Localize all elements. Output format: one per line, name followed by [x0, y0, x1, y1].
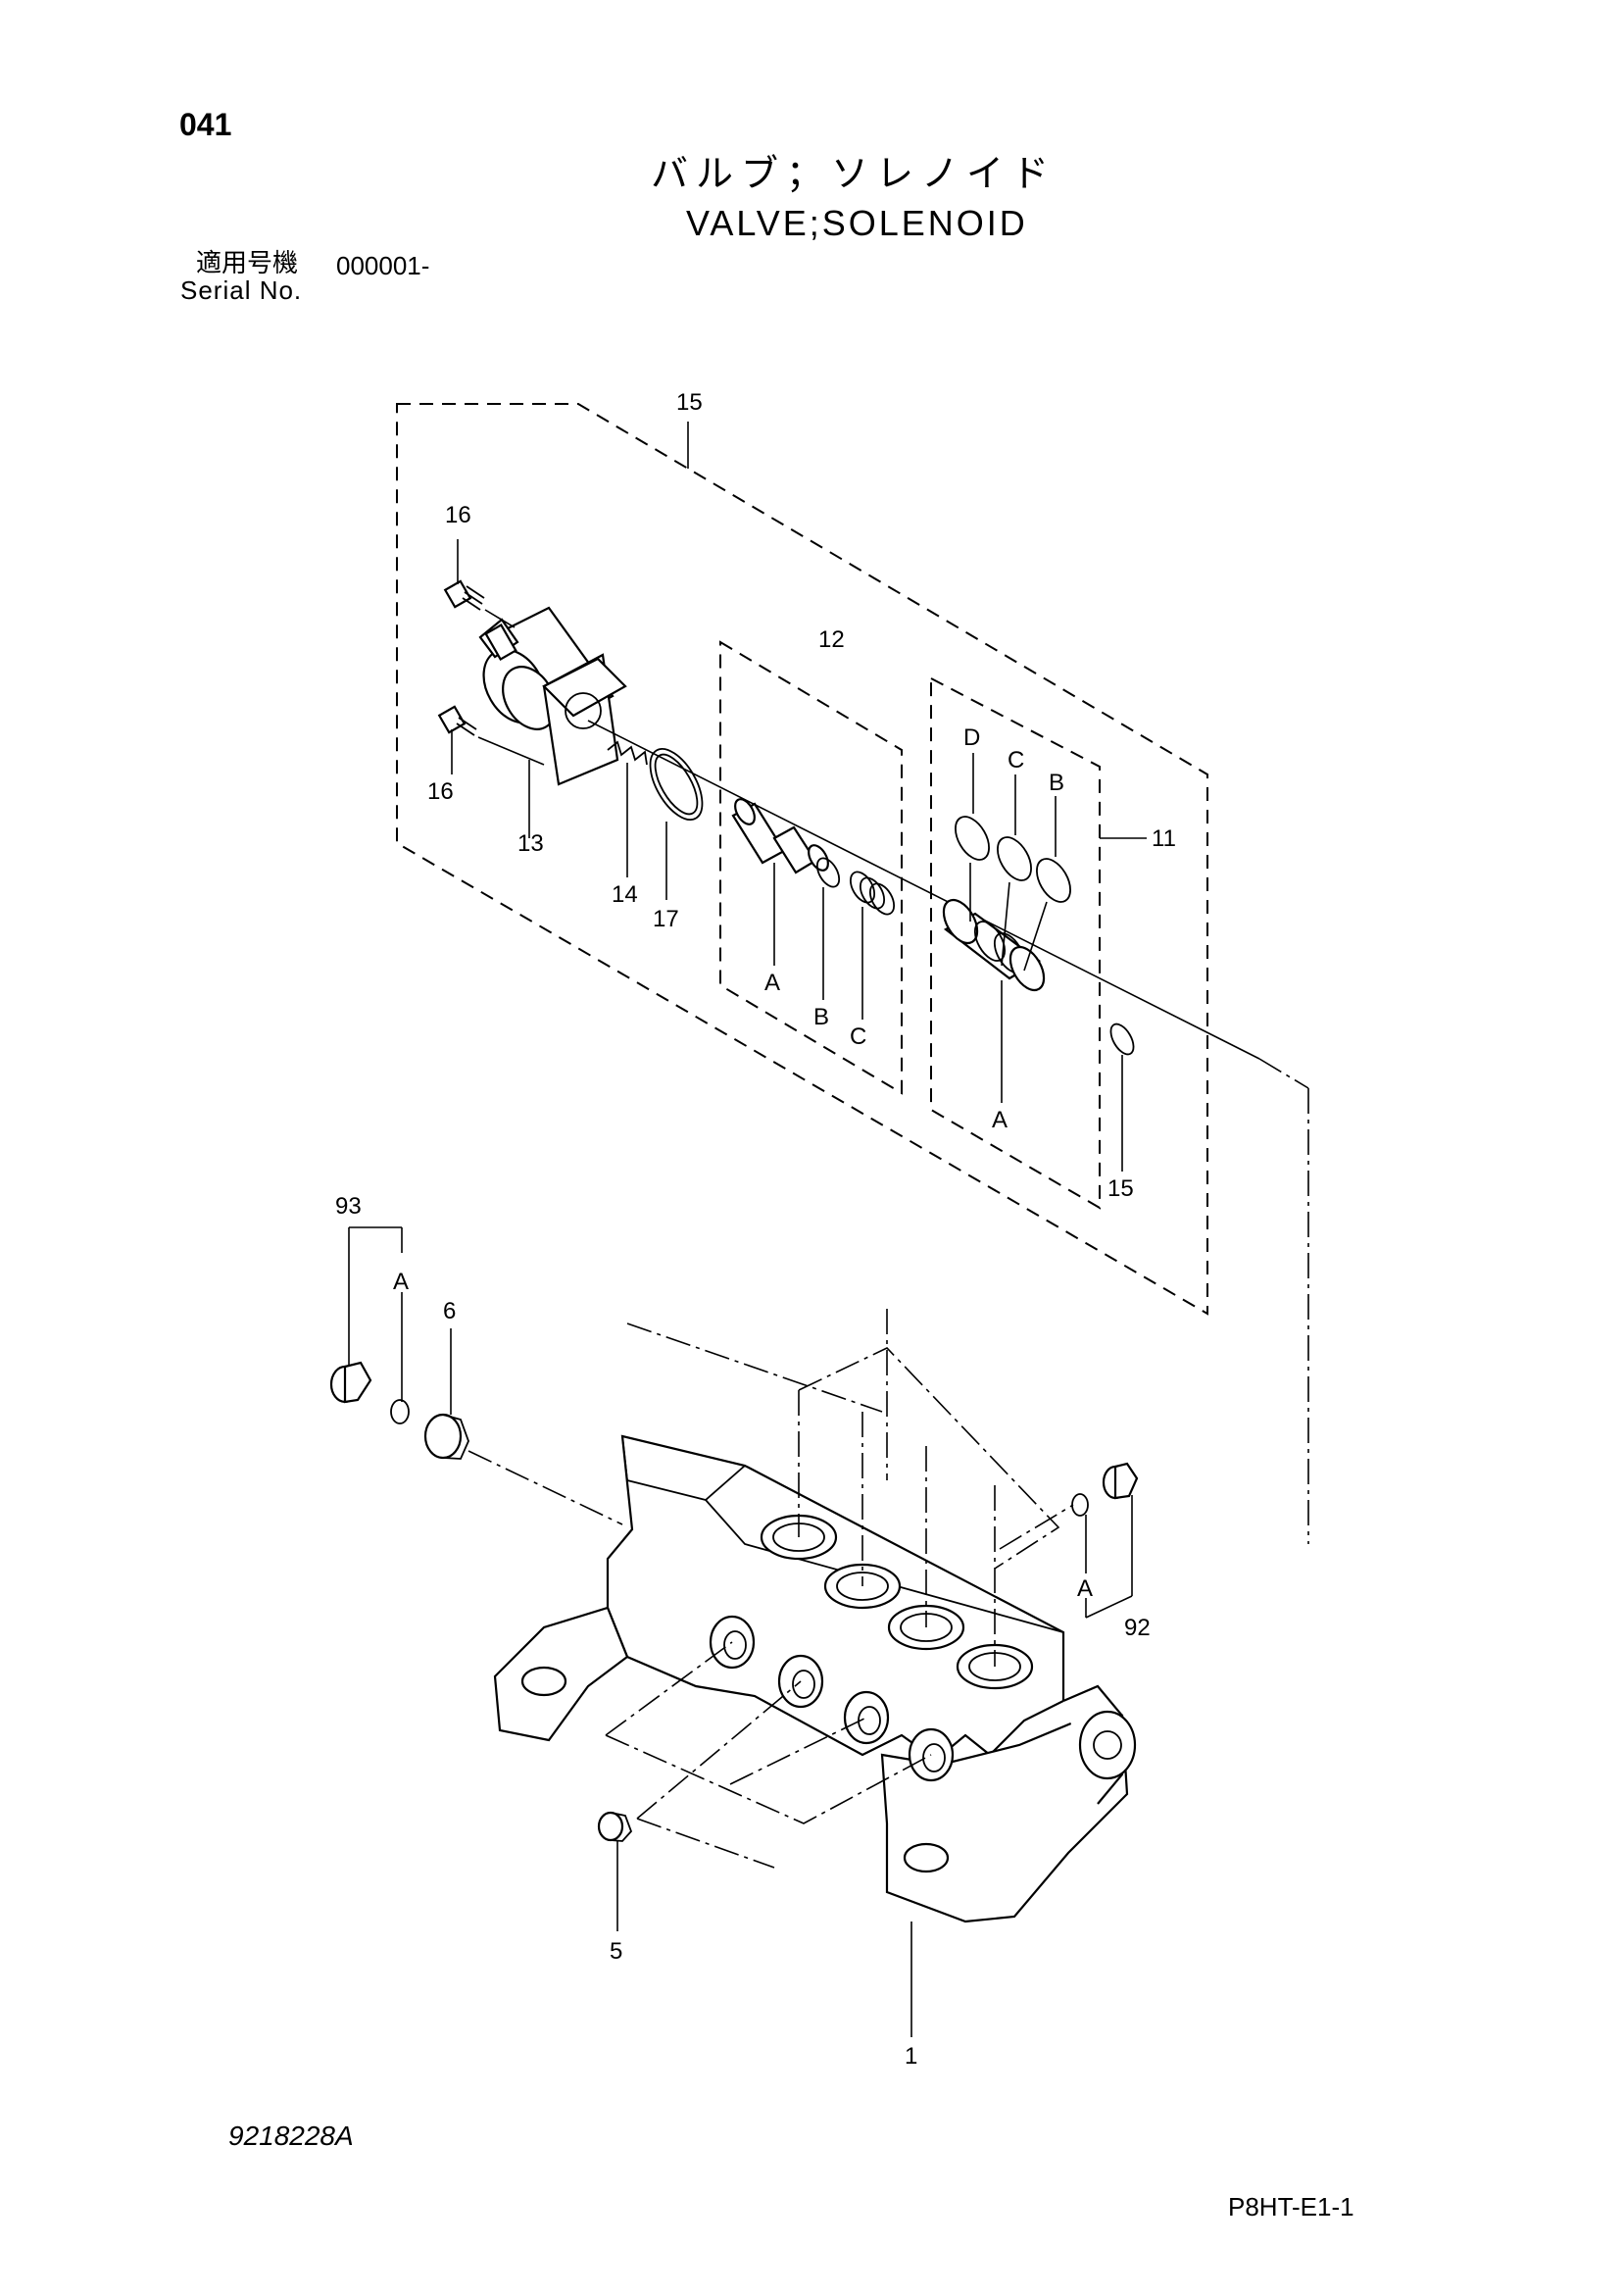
callout-93: 93 [335, 1193, 362, 1220]
assembly-12-boundary [719, 640, 903, 1095]
assembly-15-boundary [396, 403, 1208, 1316]
sheet-code: P8HT-E1-1 [1228, 2192, 1354, 2221]
title-english: VALVE;SOLENOID [686, 203, 1028, 243]
bolt-16-lower [437, 705, 545, 774]
o-ring-11d [955, 753, 990, 922]
serial-value: 000001- [336, 251, 430, 280]
callout-15-right: 15 [1107, 1175, 1134, 1202]
spool-12a [731, 798, 829, 966]
o-ring-11b [1023, 796, 1071, 972]
callout-15-top: 15 [676, 389, 703, 416]
callout-12-a: A [764, 970, 780, 996]
o-ring-93a [390, 1292, 410, 1424]
callout-16-top: 16 [445, 502, 471, 528]
callout-11: 11 [1152, 825, 1176, 852]
solenoid-coil-13 [478, 606, 627, 838]
callout-6: 6 [443, 1298, 456, 1324]
spring-12c [849, 871, 896, 1020]
callout-11-d: D [963, 724, 980, 751]
serial-label-english: Serial No. [180, 275, 303, 305]
callout-14: 14 [612, 881, 638, 908]
page-number: 041 [179, 107, 232, 142]
callout-12-c: C [850, 1023, 866, 1050]
callout-17: 17 [653, 906, 679, 932]
callout-5: 5 [610, 1938, 622, 1965]
ring-12b [815, 857, 841, 1000]
bore-chain-lines [626, 1309, 1060, 1667]
sleeve-11a [942, 898, 1046, 1103]
callout-11-a: A [992, 1107, 1008, 1133]
o-ring-17 [649, 748, 704, 900]
o-ring-11c [997, 774, 1032, 967]
valve-body-1 [493, 1434, 1137, 2037]
callout-92-a: A [1077, 1575, 1093, 1602]
callout-93-a: A [393, 1269, 409, 1295]
title-japanese: バルブ；ソレノイド [651, 152, 1057, 195]
serial-label-japanese: 適用号機 [196, 249, 299, 278]
bolt-16-upper [443, 539, 516, 628]
callout-13: 13 [517, 830, 544, 857]
callout-11-b: B [1049, 770, 1064, 796]
callout-16-bottom: 16 [427, 778, 454, 805]
plug-92 [1085, 1462, 1139, 1619]
plug-5 [597, 1811, 633, 1931]
snap-ring-15 [1109, 1023, 1135, 1172]
assembly-11-boundary [930, 676, 1101, 1210]
chain-line-right [1258, 1058, 1309, 1089]
callout-11-c: C [1008, 747, 1024, 774]
spring-14 [607, 740, 648, 877]
callout-12: 12 [818, 626, 845, 653]
drawing-number: 9218228A [228, 2121, 354, 2151]
assembly-centerline [587, 720, 1260, 1060]
port-chain-lines [605, 1641, 932, 1869]
callout-1: 1 [905, 2043, 917, 2070]
callout-12-b: B [813, 1004, 829, 1030]
o-ring-92a [999, 1493, 1089, 1618]
plug-93 [329, 1226, 403, 1404]
plug-6 [423, 1328, 623, 1525]
callout-92: 92 [1124, 1615, 1151, 1641]
